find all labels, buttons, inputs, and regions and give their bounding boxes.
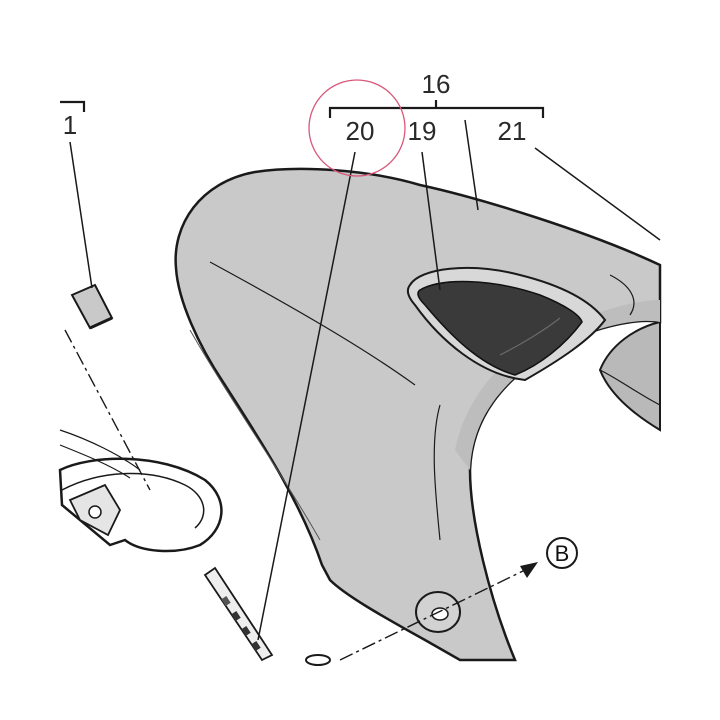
contour-line-right [599, 369, 661, 406]
emblem-strip [203, 566, 274, 662]
mount-inner-curve [61, 472, 205, 529]
emblem-segment [231, 611, 241, 621]
mount-screw [88, 505, 102, 519]
contour-line-upper [209, 261, 416, 386]
leader-line-1 [69, 141, 93, 289]
mount-upper-lines [59, 429, 141, 479]
group-bracket-1 [60, 100, 86, 112]
callout-20: 20 [346, 116, 375, 146]
hole-inner [431, 607, 449, 621]
emblem-strip-outline [203, 566, 274, 662]
contour-line-rear [609, 274, 635, 316]
pad-edge [89, 316, 113, 330]
leader-line-21 [534, 147, 661, 241]
highlight-circle [308, 79, 406, 177]
emblem-segment [241, 626, 251, 636]
reference-marker-letter: B [555, 541, 570, 566]
bottom-washer [305, 654, 331, 666]
emblem-segment [251, 641, 261, 651]
callout-19: 19 [408, 116, 437, 146]
reference-marker-circle [546, 537, 578, 569]
contour-line-ridge [433, 404, 441, 541]
leader-line-20 [257, 151, 356, 641]
emblem-segment [221, 596, 231, 606]
leader-line-16-sub [464, 119, 479, 211]
recess-dark-insert [417, 280, 583, 376]
mount-subassembly [58, 429, 223, 553]
callout-21: 21 [498, 116, 527, 146]
callout-1: 1 [63, 110, 77, 140]
part-1-pad [70, 283, 114, 330]
assembly-line-part-1 [64, 329, 151, 491]
assembly-line-b [339, 569, 526, 661]
leader-line-19 [421, 151, 441, 291]
grip-recess [406, 267, 607, 382]
recess-insert-edge [499, 317, 561, 356]
cover-right-arm [598, 320, 661, 432]
cover-main-surface [174, 167, 662, 662]
contour-line-lower [189, 329, 321, 541]
assembly-arrowhead-b [520, 562, 538, 578]
callout-16: 16 [422, 69, 451, 99]
reference-marker-b: B [546, 537, 578, 569]
seat-cover-body [174, 167, 662, 662]
